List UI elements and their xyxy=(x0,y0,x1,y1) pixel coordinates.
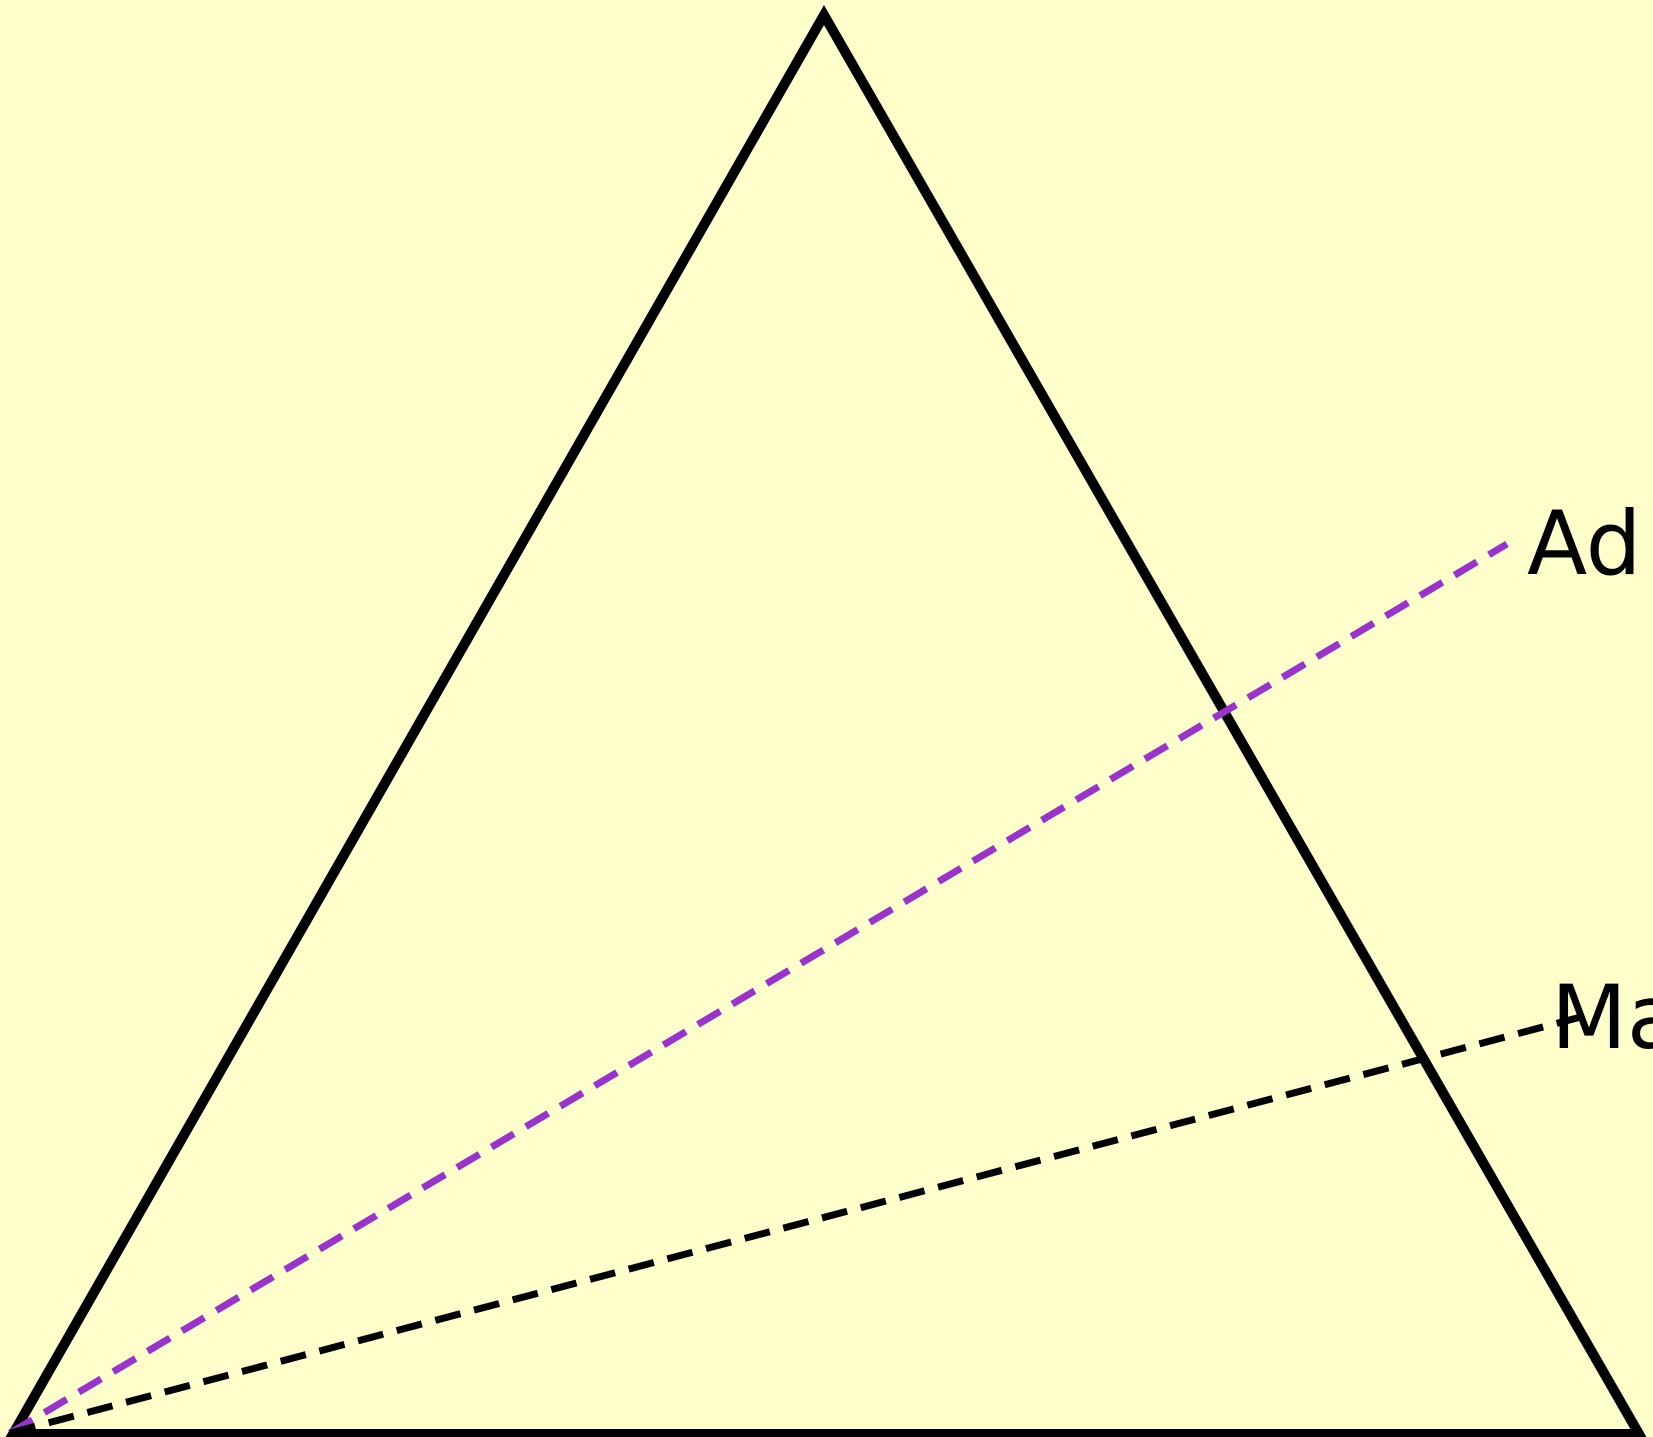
purple-dashed-ray xyxy=(8,540,1509,1437)
purple-ray-label: Ad xyxy=(1527,492,1642,595)
black-dashed-ray xyxy=(9,1010,1593,1437)
black-ray-label: Ma xyxy=(1551,966,1653,1069)
triangle xyxy=(5,4,1647,1437)
